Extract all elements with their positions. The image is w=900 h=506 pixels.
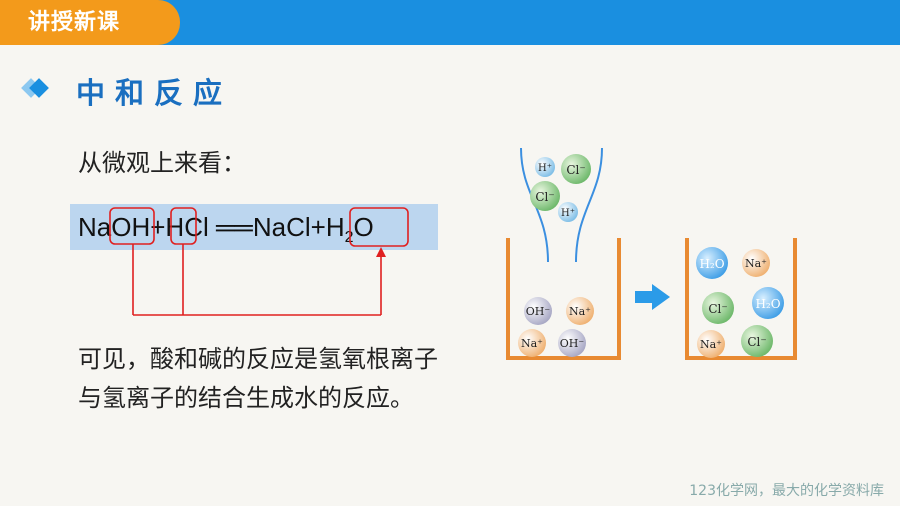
ion-label: Na⁺ bbox=[521, 337, 543, 350]
watermark: 123化学网，最大的化学资料库 bbox=[689, 483, 884, 499]
equation-arrow: ══ bbox=[208, 212, 253, 242]
equation-part-4: O bbox=[353, 212, 374, 242]
equation-subscript: 2 bbox=[344, 229, 354, 247]
ion-label: OH⁻ bbox=[560, 337, 585, 350]
oh-box bbox=[109, 207, 155, 245]
ion-label: H₂O bbox=[699, 257, 724, 271]
h2o-box bbox=[349, 207, 409, 247]
left-beaker-icon bbox=[506, 238, 621, 360]
ion-label: Na⁺ bbox=[700, 338, 722, 351]
right-beaker-icon bbox=[685, 238, 797, 360]
ion-label: H⁺ bbox=[561, 208, 575, 219]
intro-text: 从微观上来看： bbox=[78, 149, 246, 177]
equation-part-3: NaCl+H bbox=[252, 212, 345, 242]
conclusion-text: 可见，酸和碱的反应是氢氧根离子与氢离子的结合生成水的反应。 bbox=[78, 345, 438, 412]
ion-label: Na⁺ bbox=[745, 257, 767, 270]
chemical-equation: NaOH+HCl ══NaCl+H2O bbox=[78, 209, 374, 256]
ion-label: H₂O bbox=[755, 297, 780, 311]
equation-part-2: +HCl bbox=[150, 212, 209, 242]
ion-label: Cl⁻ bbox=[535, 190, 554, 204]
ion-label: OH⁻ bbox=[526, 305, 551, 318]
ion-label: Cl⁻ bbox=[708, 302, 727, 316]
section-title: 中和反应 bbox=[76, 76, 233, 110]
ion-label: Na⁺ bbox=[569, 305, 591, 318]
arrow-up-icon bbox=[376, 247, 386, 257]
ion-label: H⁺ bbox=[538, 163, 552, 174]
equation-highlight bbox=[70, 204, 438, 250]
header-tab: 讲授新课 bbox=[0, 0, 180, 45]
ion-label: Cl⁻ bbox=[747, 335, 766, 349]
equation-part-1: NaOH bbox=[78, 212, 151, 242]
ion-label: Cl⁻ bbox=[566, 163, 585, 177]
right-arrow-icon bbox=[635, 284, 670, 310]
